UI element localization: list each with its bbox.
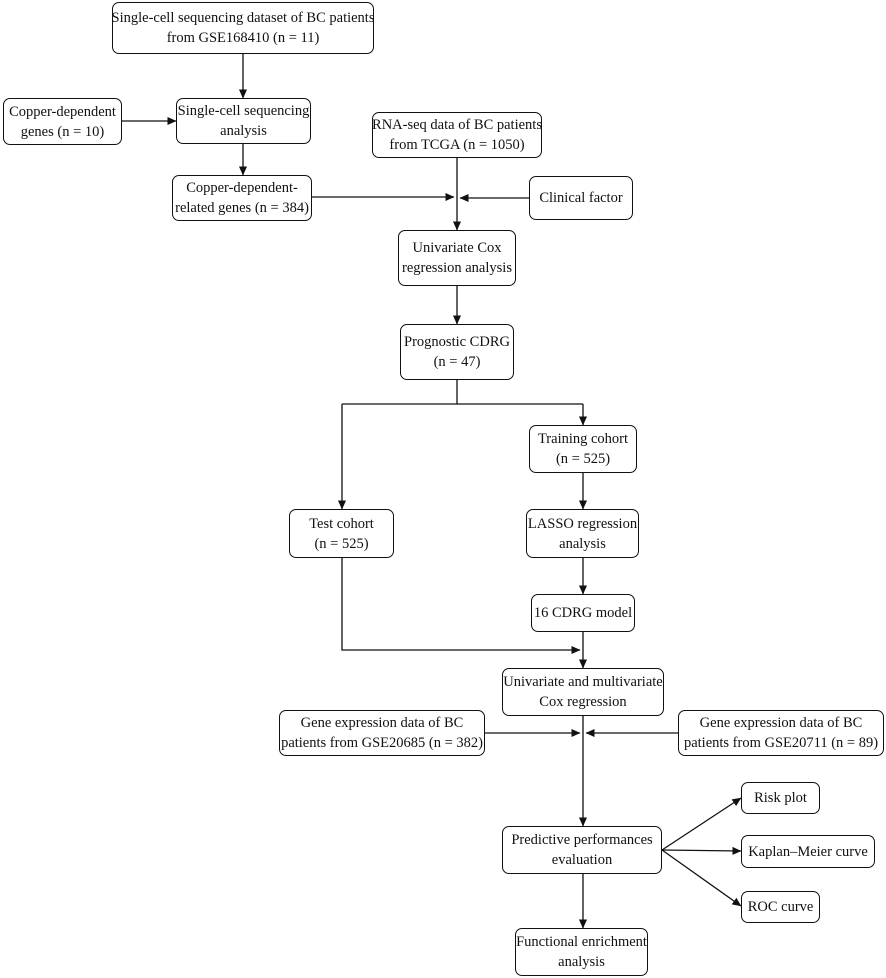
gse20685-box: Gene expression data of BC patients from … [279,710,485,756]
prognostic-cdrg-box: Prognostic CDRG (n = 47) [400,324,514,380]
functional-enrichment-box: Functional enrichment analysis [515,928,648,976]
rnaseq-tcga-box: RNA-seq data of BC patients from TCGA (n … [372,112,542,158]
box-line: LASSO regression [527,515,638,532]
box-line: from GSE168410 (n = 11) [166,30,320,46]
box-line: Training cohort [537,431,629,447]
gse20711-box: Gene expression data of BC patients from … [678,710,884,756]
box-line: (n = 525) [314,535,369,552]
cdrg-model-box: 16 CDRG model [531,594,635,632]
arrow-predictive-to-riskplot [661,797,742,851]
clinical-factor-box: Clinical factor [529,176,633,220]
box-line: patients from GSE20711 (n = 89) [683,735,879,751]
box-line: Clinical factor [539,190,623,206]
predictive-evaluation-box: Predictive performances evaluation [502,826,662,874]
arrow-predictive-to-roc [661,849,742,907]
box-line: from TCGA (n = 1050) [389,137,525,153]
box-line: Functional enrichment [516,934,647,950]
box-line: Univariate Cox [412,240,502,256]
copper-dependent-genes-box: Copper-dependent genes (n = 10) [3,98,122,145]
risk-plot-box: Risk plot [741,782,820,814]
cdrg-genes-box: Copper-dependent-related genes (n = 384) [172,175,312,221]
box-line: Risk plot [754,790,807,806]
box-line: (n = 47) [433,354,481,370]
scseq-analysis-box: Single-cell sequencing analysis [176,98,311,144]
box-line: analysis [559,535,606,552]
box-line: Gene expression data of BC [699,715,863,731]
box-line: evaluation [551,852,613,868]
training-cohort-box: Training cohort (n = 525) [529,425,637,473]
box-line: Single-cell sequencing dataset of BC pat… [111,10,375,26]
box-line: analysis [558,954,605,970]
box-line: Gene expression data of BC [300,715,464,731]
box-line: 16 CDRG model [533,605,633,621]
box-line: (n = 525) [555,451,611,467]
scseq-dataset-box: Single-cell sequencing dataset of BC pat… [112,2,374,54]
test-cohort-box: Test cohort (n = 525) [289,509,394,558]
line-prognostic-split [342,380,583,405]
box-line: Copper-dependent [9,103,116,120]
box-line: Univariate and multivariate [503,674,663,690]
box-line: Cox regression [539,694,627,710]
line-test-to-multicox [341,558,581,655]
box-line: RNA-seq data of BC patients [372,117,542,133]
box-line: Copper-dependent- [186,180,298,196]
box-line: analysis [220,123,267,139]
roc-curve-box: ROC curve [741,891,820,923]
box-line: Kaplan–Meier curve [748,843,868,860]
box-line: Single-cell sequencing [177,103,310,119]
box-line: Predictive performances [511,832,653,848]
box-line: regression analysis [402,260,512,276]
lasso-regression-box: LASSO regression analysis [526,509,639,558]
box-line: genes (n = 10) [20,123,105,140]
box-line: Prognostic CDRG [404,334,510,350]
box-line: ROC curve [747,899,814,915]
box-line: Test cohort [309,515,374,532]
arrow-predictive-to-km [661,846,742,855]
kaplan-meier-box: Kaplan–Meier curve [741,835,875,868]
univariate-cox-box: Univariate Cox regression analysis [398,230,516,286]
box-line: related genes (n = 384) [175,200,309,216]
box-line: patients from GSE20685 (n = 382) [281,735,483,751]
